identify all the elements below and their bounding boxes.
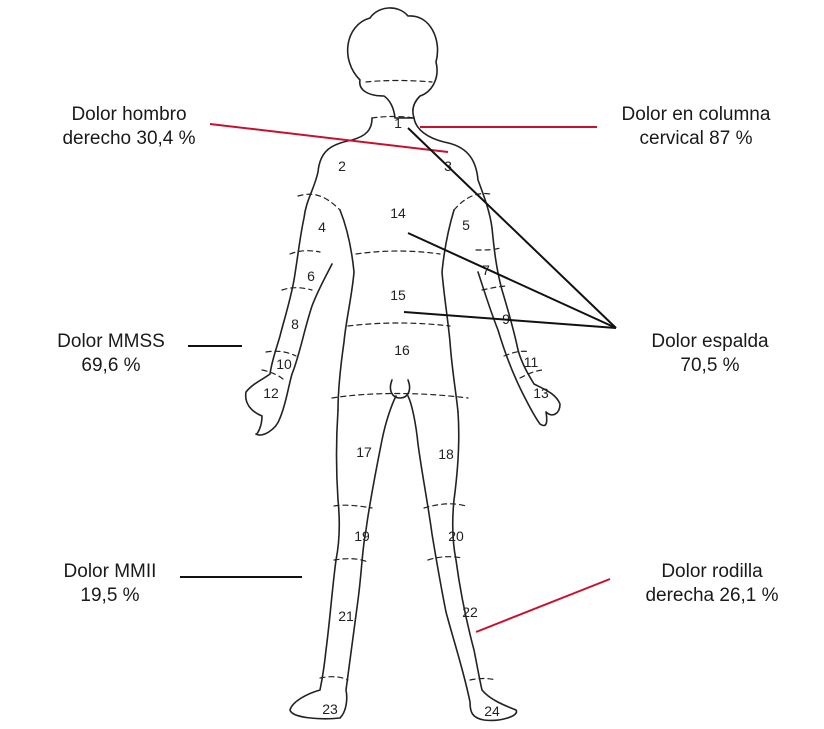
callout-espalda-line1: Dolor espalda	[620, 330, 800, 354]
torso-side-right	[442, 210, 458, 412]
callout-mmii-line1: Dolor MMII	[40, 560, 180, 584]
callout-cervical-line1: Dolor en columna	[596, 103, 796, 127]
region-number-15: 15	[390, 287, 406, 303]
region-number-13: 13	[533, 385, 549, 401]
region-number-8: 8	[291, 316, 299, 332]
region-number-24: 24	[484, 703, 500, 719]
callout-rodilla-line1: Dolor rodilla	[614, 560, 810, 584]
callout-mmss-line2: 69,6 %	[36, 354, 186, 378]
callout-espalda-line2: 70,5 %	[620, 354, 800, 378]
callout-hombro: Dolor hombro derecho 30,4 %	[24, 103, 234, 151]
region-number-20: 20	[448, 528, 464, 544]
region-number-11: 11	[524, 354, 539, 370]
region-number-5: 5	[462, 217, 470, 233]
region-number-23: 23	[322, 701, 338, 717]
callout-hombro-line2: derecho 30,4 %	[24, 127, 234, 151]
leg-left-outer	[290, 396, 396, 719]
callout-rodilla: Dolor rodilla derecha 26,1 %	[614, 560, 810, 608]
torso-side-left	[338, 210, 354, 410]
callout-cervical-line2: cervical 87 %	[596, 127, 796, 151]
region-number-1: 1	[394, 115, 402, 131]
region-number-14: 14	[390, 205, 406, 221]
region-number-21: 21	[338, 608, 354, 624]
region-number-10: 10	[276, 356, 292, 372]
region-number-12: 12	[263, 385, 279, 401]
region-number-16: 16	[394, 342, 410, 358]
region-number-17: 17	[356, 444, 372, 460]
callout-espalda: Dolor espalda 70,5 %	[620, 330, 800, 378]
crotch-outline	[390, 380, 409, 398]
espalda-connector-1	[408, 128, 616, 328]
callout-cervical: Dolor en columna cervical 87 %	[596, 103, 796, 151]
leg-right-outer	[408, 396, 517, 720]
region-number-19: 19	[354, 528, 370, 544]
callout-mmii: Dolor MMII 19,5 %	[40, 560, 180, 608]
region-number-22: 22	[462, 604, 478, 620]
region-number-4: 4	[318, 219, 326, 235]
callout-mmii-line2: 19,5 %	[40, 584, 180, 608]
callout-mmss-line1: Dolor MMSS	[36, 330, 186, 354]
region-number-6: 6	[307, 268, 315, 284]
region-number-18: 18	[438, 446, 454, 462]
callout-mmss: Dolor MMSS 69,6 %	[36, 330, 186, 378]
head-outline	[348, 8, 438, 118]
callout-hombro-line1: Dolor hombro	[24, 103, 234, 127]
region-number-2: 2	[338, 158, 346, 174]
callout-rodilla-line2: derecha 26,1 %	[614, 584, 810, 608]
rodilla-connector	[476, 579, 610, 632]
